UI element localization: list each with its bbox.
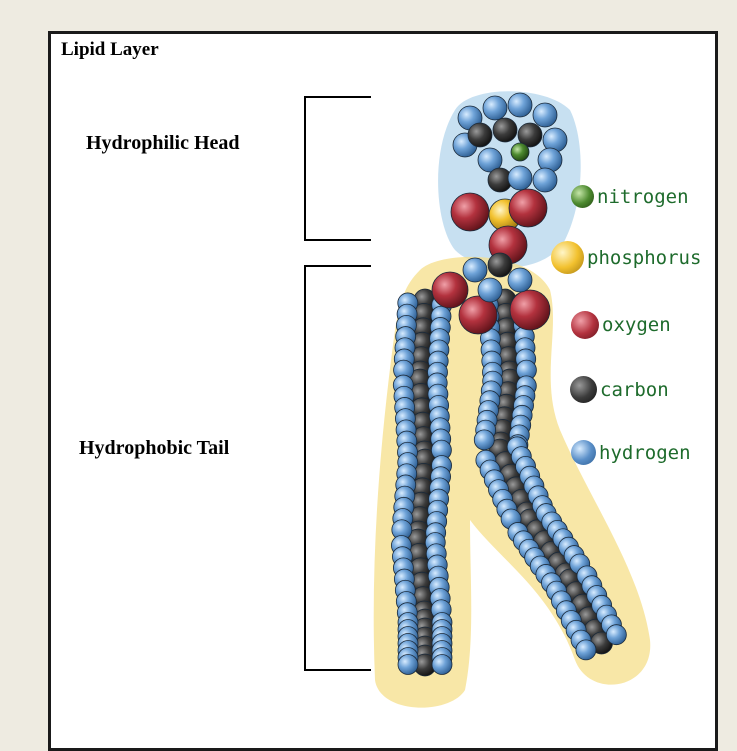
oxygen-atom — [510, 290, 550, 330]
hydrogen-atom — [576, 640, 596, 660]
oxygen-swatch-icon — [571, 311, 599, 339]
legend-nitrogen: nitrogen — [571, 185, 689, 208]
legend-carbon: carbon — [570, 376, 669, 403]
legend-label: hydrogen — [599, 442, 691, 464]
phosphorus-swatch-icon — [551, 241, 584, 274]
hydrogen-atom — [533, 168, 557, 192]
nitrogen-swatch-icon — [571, 185, 594, 208]
carbon-swatch-icon — [570, 376, 597, 403]
hydrogen-atom — [533, 103, 557, 127]
hydrogen-atom — [508, 93, 532, 117]
oxygen-atom — [451, 193, 489, 231]
legend-oxygen: oxygen — [571, 311, 671, 339]
legend-hydrogen: hydrogen — [571, 440, 691, 465]
legend-label: nitrogen — [597, 186, 689, 208]
hydrogen-atom — [483, 96, 507, 120]
carbon-atom — [493, 118, 517, 142]
legend-label: oxygen — [602, 314, 671, 336]
hydrogen-atom — [432, 655, 452, 675]
oxygen-atom — [509, 189, 547, 227]
carbon-atom — [468, 123, 492, 147]
hydrogen-atom — [398, 655, 418, 675]
carbon-atom — [488, 253, 512, 277]
hydrogen-atom — [606, 625, 626, 645]
hydrogen-atom — [474, 430, 494, 450]
hydrogen-atom — [478, 278, 502, 302]
legend-label: phosphorus — [587, 247, 701, 269]
legend-phosphorus: phosphorus — [551, 241, 701, 274]
hydrogen-atom — [508, 268, 532, 292]
nitrogen-atom — [511, 143, 529, 161]
tail-bracket — [305, 266, 371, 670]
hydrogen-atom — [508, 166, 532, 190]
legend-label: carbon — [600, 379, 669, 401]
oxygen-atom — [432, 272, 468, 308]
head-bracket — [305, 97, 371, 240]
hydrogen-swatch-icon — [571, 440, 596, 465]
hydrogen-atom — [463, 258, 487, 282]
